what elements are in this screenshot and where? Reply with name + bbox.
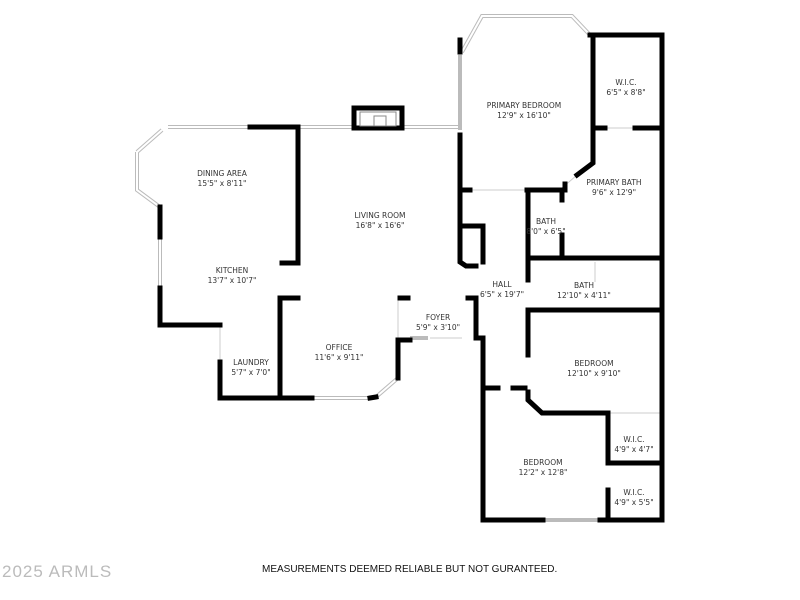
walls — [157, 32, 665, 523]
room-name: W.I.C. — [623, 435, 645, 444]
room-size: 6'5" x 19'7" — [479, 290, 525, 299]
room-size: 15'5" x 8'11" — [197, 179, 247, 188]
room-name: FOYER — [425, 313, 451, 322]
room-name: PRIMARY BEDROOM — [486, 101, 562, 110]
room-name: DINING AREA — [197, 169, 247, 178]
room-name: HALL — [492, 280, 512, 289]
room-name: BEDROOM — [523, 458, 563, 467]
room-name: LAUNDRY — [233, 358, 269, 367]
room-size: 13'7" x 10'7" — [207, 276, 257, 285]
room-size: 12'2" x 12'8" — [518, 468, 568, 477]
disclaimer: MEASUREMENTS DEEMED RELIABLE BUT NOT GUR… — [262, 564, 558, 575]
room-name: LIVING ROOM — [354, 211, 406, 220]
room-name: BATH — [574, 281, 594, 290]
room-wic-primary: W.I.C.6'5" x 8'8" — [606, 78, 645, 98]
room-name: PRIMARY BATH — [586, 178, 642, 187]
room-size: 11'6" x 9'11" — [314, 353, 364, 362]
room-size: 16'8" x 16'6" — [355, 221, 405, 230]
room-size: 8'0" x 6'5" — [526, 227, 566, 236]
room-size: 4'9" x 5'5" — [614, 498, 654, 507]
room-name: W.I.C. — [623, 488, 645, 497]
room-name: KITCHEN — [215, 266, 249, 275]
room-name: W.I.C. — [615, 78, 637, 87]
room-size: 6'5" x 8'8" — [606, 88, 646, 97]
room-name: OFFICE — [325, 343, 353, 352]
room-name: BEDROOM — [574, 359, 614, 368]
room-name: BATH — [536, 217, 556, 226]
room-size: 5'9" x 3'10" — [415, 323, 461, 332]
room-size: 9'6" x 12'9" — [591, 188, 637, 197]
room-size: 5'7" x 7'0" — [231, 368, 271, 377]
room-size: 12'10" x 9'10" — [567, 369, 621, 378]
room-size: 12'10" x 4'11" — [557, 291, 611, 300]
room-wic-2: W.I.C.4'9" x 4'7" — [614, 435, 653, 455]
room-size: 12'9" x 16'10" — [497, 111, 551, 120]
watermark: 2025 ARMLS — [2, 562, 113, 581]
room-wic-3: W.I.C.4'9" x 5'5" — [614, 488, 653, 508]
room-size: 4'9" x 4'7" — [614, 445, 654, 454]
